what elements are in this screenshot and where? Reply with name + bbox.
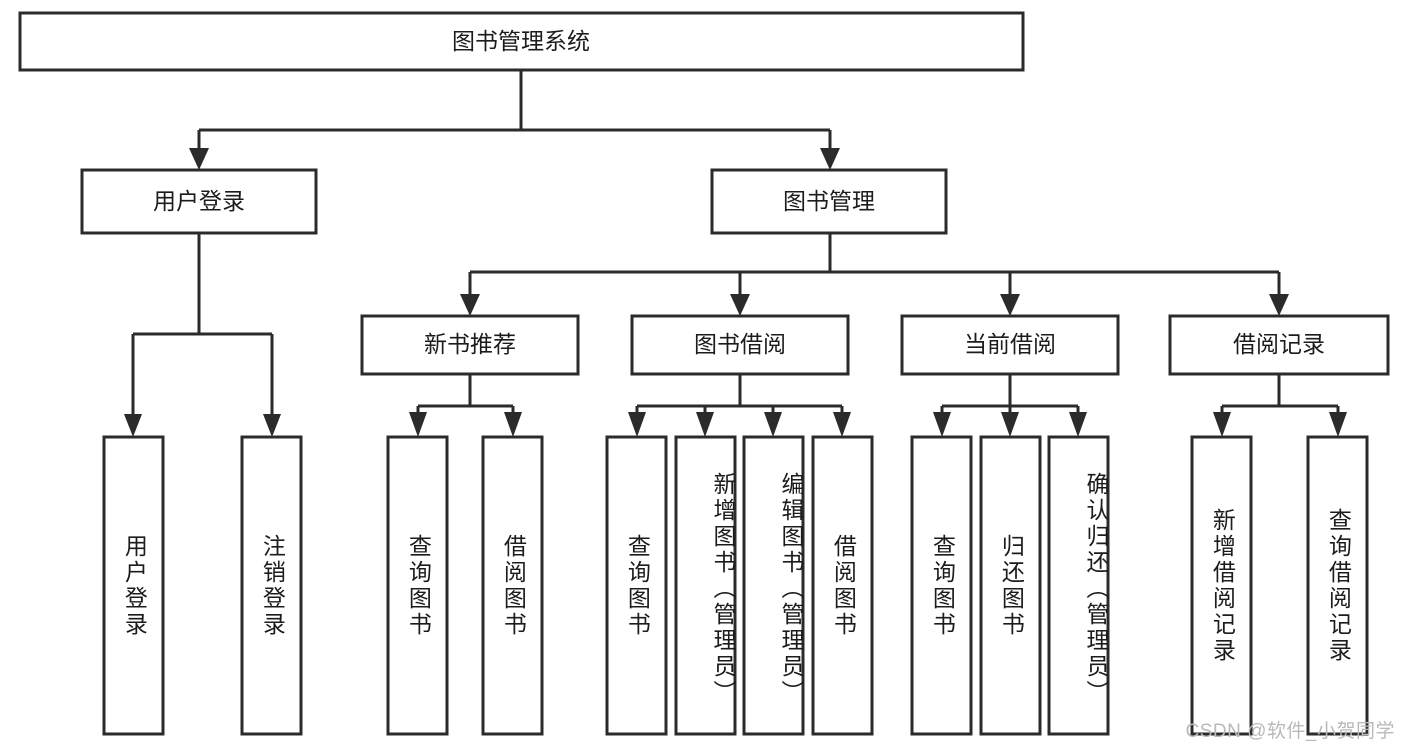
- arrow-to-leaf-borrow-book-1: [504, 412, 522, 437]
- node-book-management[interactable]: 图书管理: [710, 168, 948, 235]
- node-leaf-query-book-2-box[interactable]: [605, 435, 668, 736]
- arrow-to-new-book-recommend: [460, 294, 480, 316]
- node-current-borrow-box[interactable]: [900, 314, 1120, 376]
- arrow-to-leaf-query-book-3: [933, 412, 951, 437]
- node-book-borrow[interactable]: 图书借阅: [630, 314, 850, 376]
- arrow-to-book-management: [820, 148, 840, 170]
- node-user-login-label: 用户登录: [153, 188, 245, 214]
- node-current-borrow[interactable]: 当前借阅: [900, 314, 1120, 376]
- arrow-to-leaf-return-book: [1001, 412, 1019, 437]
- node-root-box[interactable]: [18, 11, 1025, 72]
- connector-layer: [124, 70, 1347, 437]
- arrow-to-book-borrow: [730, 294, 750, 316]
- node-user-login[interactable]: 用户登录: [80, 168, 318, 235]
- node-current-borrow-label: 当前借阅: [964, 331, 1056, 357]
- node-book-borrow-label: 图书借阅: [694, 331, 786, 357]
- arrow-to-user-login: [189, 148, 209, 170]
- node-borrow-record[interactable]: 借阅记录: [1168, 314, 1390, 376]
- arrow-to-leaf-logout-login: [263, 414, 281, 437]
- arrow-to-current-borrow: [1000, 294, 1020, 316]
- node-leaf-logout-login-box[interactable]: [240, 435, 303, 736]
- node-leaf-user-login-box[interactable]: [102, 435, 165, 736]
- arrow-to-leaf-query-record: [1329, 412, 1347, 437]
- node-new-book-recommend[interactable]: 新书推荐: [360, 314, 580, 376]
- node-root[interactable]: 图书管理系统: [18, 11, 1025, 72]
- node-leaf-query-record-box[interactable]: [1306, 435, 1369, 736]
- node-leaf-query-book-3-box[interactable]: [910, 435, 973, 736]
- node-new-book-recommend-box[interactable]: [360, 314, 580, 376]
- arrow-to-leaf-user-login: [124, 414, 142, 437]
- arrow-to-borrow-record: [1269, 294, 1289, 316]
- node-book-management-label: 图书管理: [783, 188, 875, 214]
- node-leaf-return-book-box[interactable]: [979, 435, 1042, 736]
- node-user-login-box[interactable]: [80, 168, 318, 235]
- node-root-label: 图书管理系统: [452, 28, 590, 54]
- node-borrow-record-box[interactable]: [1168, 314, 1390, 376]
- node-leaf-edit-book-box[interactable]: [742, 435, 805, 736]
- node-leaf-borrow-book-1-box[interactable]: [481, 435, 544, 736]
- node-book-borrow-box[interactable]: [630, 314, 850, 376]
- node-book-management-box[interactable]: [710, 168, 948, 235]
- arrow-to-leaf-add-book: [696, 412, 714, 437]
- arrow-to-leaf-confirm-return: [1069, 412, 1087, 437]
- node-leaf-borrow-book-2-box[interactable]: [811, 435, 874, 736]
- node-leaf-confirm-return-box[interactable]: [1047, 435, 1110, 736]
- node-layer: 图书管理系统 用户登录 图书管理 新书推荐 图书借阅 当前: [18, 11, 1390, 736]
- arrow-to-leaf-query-book-2: [628, 412, 646, 437]
- arrow-to-leaf-add-record: [1213, 412, 1231, 437]
- node-new-book-recommend-label: 新书推荐: [424, 331, 516, 357]
- arrow-to-leaf-edit-book: [764, 412, 782, 437]
- node-leaf-query-book-1-box[interactable]: [386, 435, 449, 736]
- arrow-to-leaf-borrow-book-2: [833, 412, 851, 437]
- csdn-watermark: CSDN @软件_小贺同学: [1185, 721, 1395, 742]
- node-borrow-record-label: 借阅记录: [1233, 331, 1325, 357]
- node-leaf-add-book-box[interactable]: [674, 435, 737, 736]
- arrow-to-leaf-query-book-1: [409, 412, 427, 437]
- node-leaf-add-record-box[interactable]: [1190, 435, 1253, 736]
